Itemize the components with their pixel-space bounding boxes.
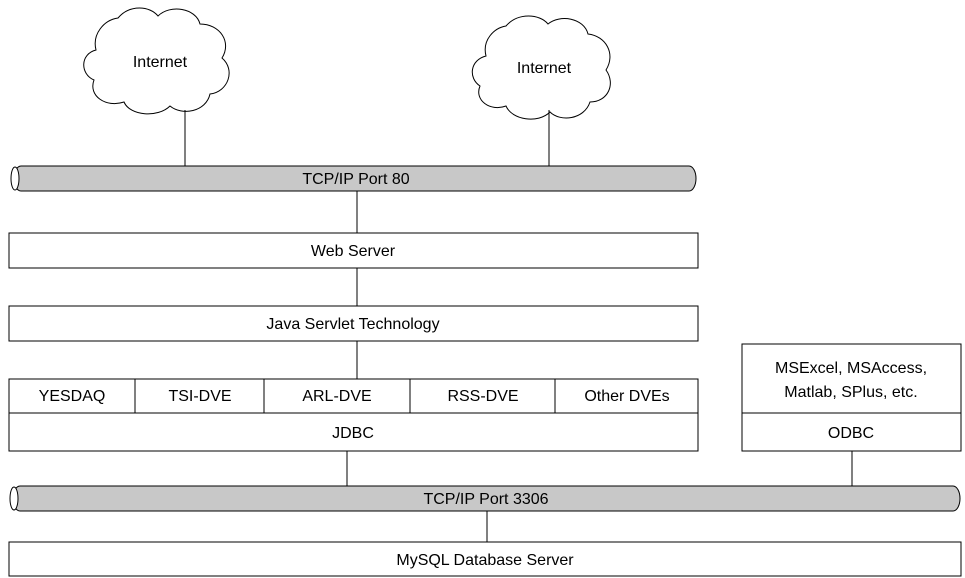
- java-servlet-label: Java Servlet Technology: [266, 316, 439, 333]
- client-apps-box: MSExcel, MSAccess, Matlab, SPlus, etc.: [741, 343, 962, 414]
- internet-cloud-left: Internet: [83, 7, 230, 115]
- client-apps-line2: Matlab, SPlus, etc.: [784, 384, 917, 401]
- client-apps-line1: MSExcel, MSAccess,: [775, 360, 927, 377]
- web-server-label: Web Server: [311, 243, 396, 260]
- internet-cloud-right: Internet: [471, 15, 611, 120]
- web-server-box: Web Server: [8, 232, 699, 269]
- dve-module-box: [134, 378, 265, 414]
- jdbc-label: JDBC: [332, 425, 374, 442]
- jdbc-box: JDBC: [8, 412, 699, 452]
- pipe-tcp-80: TCP/IP Port 80: [10, 165, 697, 192]
- dve-module-other: Other DVEs: [584, 388, 669, 405]
- odbc-box: ODBC: [741, 412, 962, 452]
- pipe-label-tcp-80: TCP/IP Port 80: [302, 171, 409, 188]
- pipe-label-background: [298, 171, 414, 188]
- internet-label-right: Internet: [517, 60, 572, 77]
- odbc-label: ODBC: [828, 425, 874, 442]
- internet-label-left: Internet: [133, 54, 188, 71]
- dve-module-rss: RSS-DVE: [447, 388, 518, 405]
- dve-module-arl: ARL-DVE: [302, 388, 371, 405]
- dve-module-yesdaq: YESDAQ: [39, 388, 106, 405]
- dve-module-tsi: TSI-DVE: [168, 388, 231, 405]
- mysql-server-label: MySQL Database Server: [396, 552, 574, 569]
- dve-module-box: [8, 378, 136, 414]
- mysql-server-box: MySQL Database Server: [8, 541, 962, 577]
- dve-modules-row: YESDAQ TSI-DVE ARL-DVE RSS-DVE Other DVE…: [8, 378, 699, 414]
- cloud-icon: [83, 7, 230, 115]
- pipe-label-tcp-3306: TCP/IP Port 3306: [423, 491, 548, 508]
- pipe-tcp-3306: TCP/IP Port 3306: [9, 485, 961, 512]
- java-servlet-box: Java Servlet Technology: [8, 305, 699, 342]
- cloud-icon: [471, 15, 611, 120]
